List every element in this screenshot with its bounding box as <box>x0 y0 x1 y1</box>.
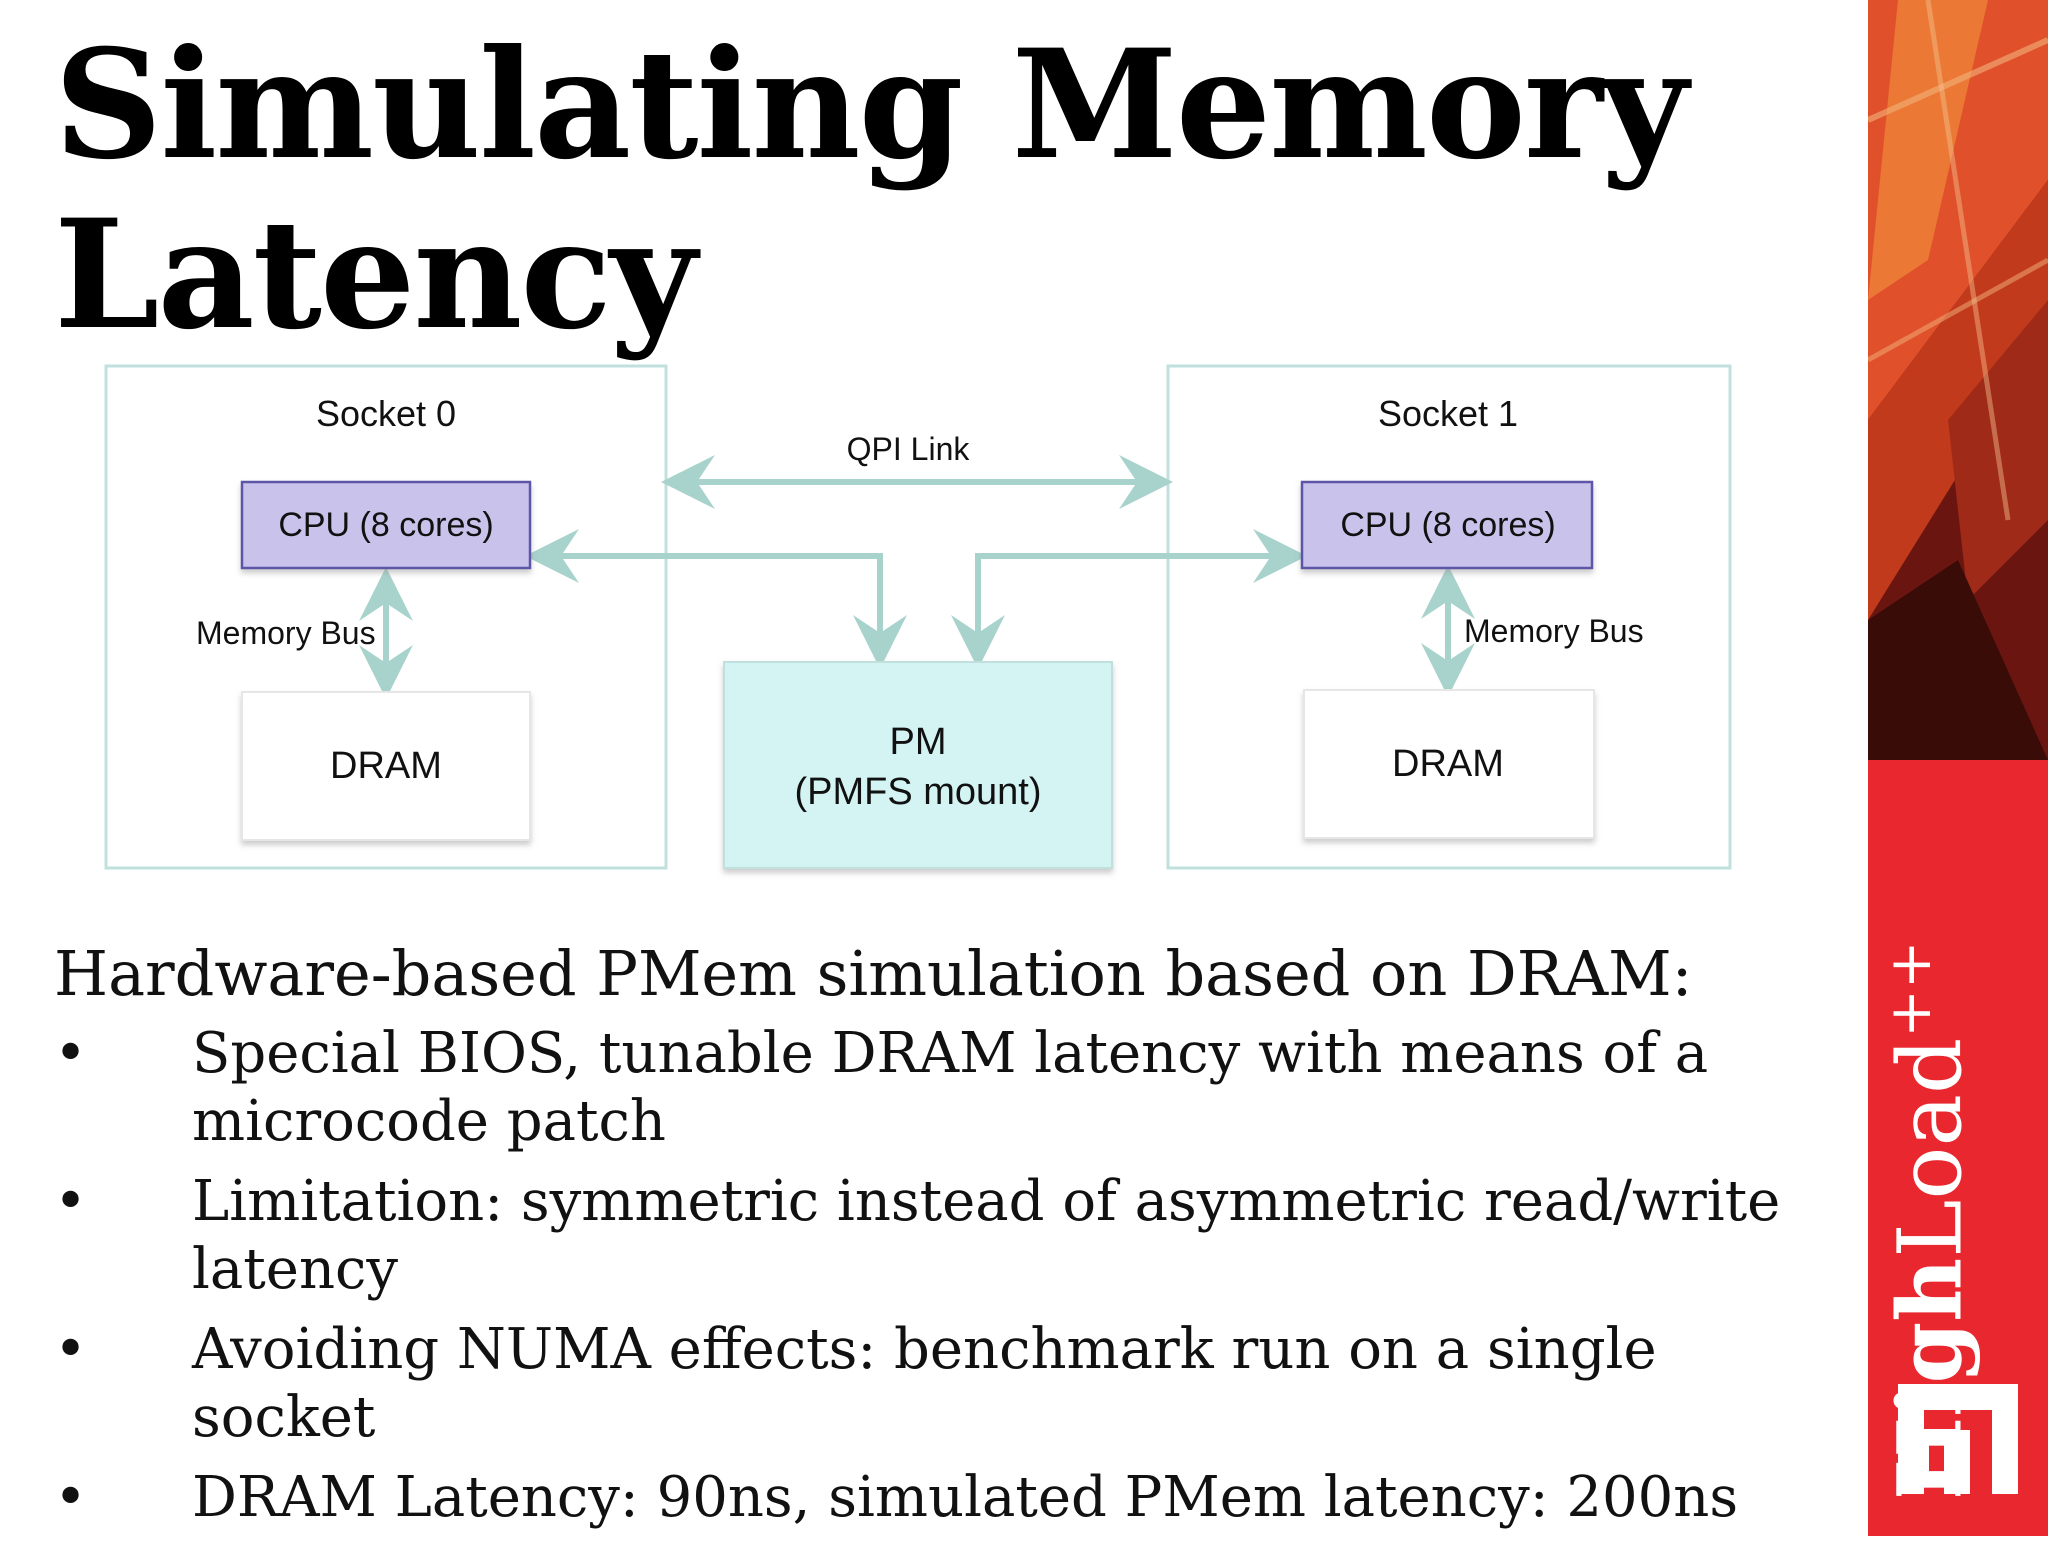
dram-1-label: DRAM <box>1392 743 1504 785</box>
pm-box <box>723 661 1113 869</box>
dram-0-box <box>241 691 531 841</box>
bullet-item: • Avoiding NUMA effects: benchmark run on… <box>54 1316 1844 1452</box>
logo-bar <box>1944 1430 1970 1494</box>
bullet-marker: • <box>54 1465 88 1530</box>
bullet-item: • Limitation: symmetric instead of asymme… <box>54 1168 1844 1304</box>
logo-high: High <box>1877 1257 1982 1500</box>
slide-subheading: Hardware-based PMem simulation based on … <box>54 937 1693 1010</box>
cpu-0-label: CPU (8 cores) <box>278 506 493 544</box>
panel-beam <box>1868 37 2048 123</box>
panel-facet <box>1948 300 2048 600</box>
panel-beam <box>1868 257 2048 363</box>
panel-facet <box>1868 0 1988 300</box>
dram-1-box <box>1303 689 1595 839</box>
branding-side-panel <box>1868 0 2048 1536</box>
bullet-marker: • <box>54 1169 88 1234</box>
bullet-marker: • <box>54 1021 88 1086</box>
slide-title: Simulating Memory Latency <box>54 17 1688 363</box>
bullet-text: Special BIOS, tunable DRAM latency with … <box>192 1021 1709 1154</box>
cpu-1-box <box>1300 480 1594 570</box>
bullet-item: • Special BIOS, tunable DRAM latency with… <box>54 1020 1844 1156</box>
dram-0-label: DRAM <box>330 745 442 787</box>
bullet-list: • Special BIOS, tunable DRAM latency with… <box>54 1020 1844 1544</box>
bullet-marker: • <box>54 1317 88 1382</box>
cpu-0-box <box>240 480 532 570</box>
bullet-item: • DRAM Latency: 90ns, simulated PMem late… <box>54 1464 1844 1532</box>
logo-load: Load <box>1878 1037 1982 1258</box>
pm-label: PM <box>890 721 947 763</box>
pm-mount-label: (PMFS mount) <box>794 771 1041 813</box>
panel-facet <box>1868 560 2048 760</box>
panel-facet <box>1868 180 2048 620</box>
bullet-text: DRAM Latency: 90ns, simulated PMem laten… <box>192 1465 1739 1530</box>
memory-bus-0-label: Memory Bus <box>196 615 376 651</box>
bullet-text: Limitation: symmetric instead of asymmet… <box>192 1169 1781 1302</box>
socket-0-label: Socket 0 <box>316 393 456 434</box>
memory-architecture-diagram: Socket 0 Socket 1 QPI Link Memory Bus Me… <box>104 364 1732 870</box>
cpu0-to-pm-connector <box>525 529 907 669</box>
qpi-link-label: QPI Link <box>847 431 971 467</box>
cpu1-to-pm-connector <box>951 529 1307 669</box>
highload-logo-text: HighLoad++ <box>1850 800 1981 1500</box>
bullet-text: Avoiding NUMA effects: benchmark run on … <box>192 1317 1657 1450</box>
panel-beam <box>1925 0 2011 521</box>
memory-bus-1-label: Memory Bus <box>1464 613 1644 649</box>
cpu-1-label: CPU (8 cores) <box>1340 506 1555 544</box>
logo-plusplus: ++ <box>1876 940 1944 1038</box>
logo-bar <box>1992 1384 2018 1494</box>
socket-1-label: Socket 1 <box>1378 393 1518 434</box>
